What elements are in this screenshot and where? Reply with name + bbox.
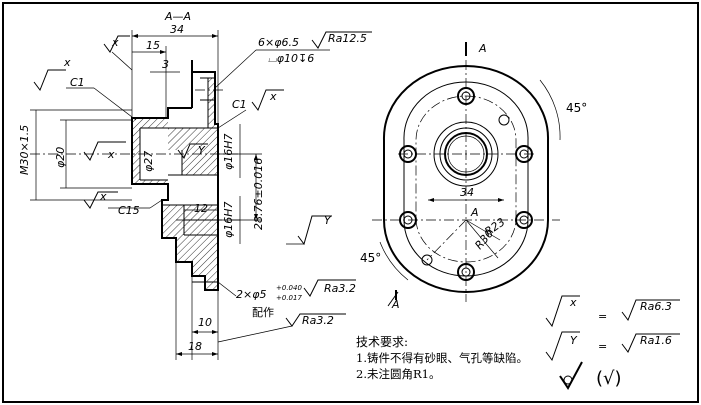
pin-holes-label: 2×φ5 — [236, 288, 266, 301]
legend-eq-1: = — [598, 310, 607, 323]
hatch-lower — [162, 205, 218, 290]
legend-ra16: Ra1.6 — [640, 334, 672, 347]
general-roughness: (√) — [596, 368, 622, 389]
dim-28-76: 28.76±0.016 — [252, 158, 265, 230]
legend-y: Y — [570, 334, 578, 347]
phi16h7-a: φ16H7 — [222, 133, 235, 170]
flange-outline — [382, 64, 550, 294]
c1-right: C1 — [232, 98, 247, 111]
legend-x: x — [569, 296, 577, 309]
dim-15: 15 — [146, 39, 160, 52]
rough-y-2: Y — [324, 214, 332, 227]
pin-ra: Ra3.2 — [324, 282, 356, 295]
dim-12: 12 — [194, 202, 208, 215]
dim-34-right: 34 — [460, 186, 474, 199]
holes-label: 6×φ6.5 — [258, 36, 299, 49]
legend-eq-2: = — [598, 340, 607, 353]
rough-x-4: x — [107, 148, 115, 161]
roughness-legend: x = Ra6.3 Y = Ra1.6 (√) — [545, 295, 680, 390]
dim-10: 10 — [198, 316, 212, 329]
notes-line-1: 1.铸件不得有砂眼、气孔等缺陷。 — [356, 351, 528, 365]
rough-x-1: x — [111, 36, 119, 49]
center-a-label: A — [470, 206, 479, 219]
notes-line-2: 2.未注圆角R1。 — [356, 367, 440, 381]
legend-ra63: Ra6.3 — [640, 300, 672, 313]
section-mark-a-top: A — [478, 42, 487, 55]
pin-tol-dn: +0.017 — [276, 294, 302, 302]
section-title: A—A — [164, 10, 191, 23]
c1-left: C1 — [70, 76, 85, 89]
technical-notes: 技术要求: 1.铸件不得有砂眼、气孔等缺陷。 2.未注圆角R1。 — [356, 335, 528, 381]
rough-x-3: x — [269, 90, 277, 103]
notes-heading: 技术要求: — [356, 335, 408, 349]
rough-x-2: x — [63, 56, 71, 69]
dim-18: 18 — [188, 340, 202, 353]
m30-label: M30×1.5 — [18, 125, 31, 175]
hatch-upper — [168, 78, 218, 175]
counterbore-label: ⌴φ10↧6 — [268, 52, 314, 65]
rough-y-1: Y — [198, 144, 206, 157]
peizuo-label: 配作 — [252, 306, 274, 319]
angle-bottom: 45° — [360, 251, 381, 265]
phi20-label: φ20 — [54, 147, 67, 168]
hatch-boss — [132, 118, 168, 184]
rough-x-5: x — [99, 190, 107, 203]
pin-tol-up: +0.040 — [276, 284, 302, 292]
front-view: A A 34 A — [360, 42, 587, 311]
holes-ra: Ra12.5 — [328, 32, 367, 45]
bolt-holes — [399, 87, 533, 281]
ra32-bottom: Ra3.2 — [302, 314, 334, 327]
phi27-label: φ27 — [142, 151, 155, 172]
dim-34-top: 34 — [170, 23, 184, 36]
angle-top: 45° — [566, 101, 587, 115]
section-mark-a-bottom: A — [391, 298, 400, 311]
dim-3: 3 — [162, 58, 169, 71]
c15-label: C15 — [118, 204, 140, 217]
section-view: A—A 34 15 — [18, 10, 372, 360]
